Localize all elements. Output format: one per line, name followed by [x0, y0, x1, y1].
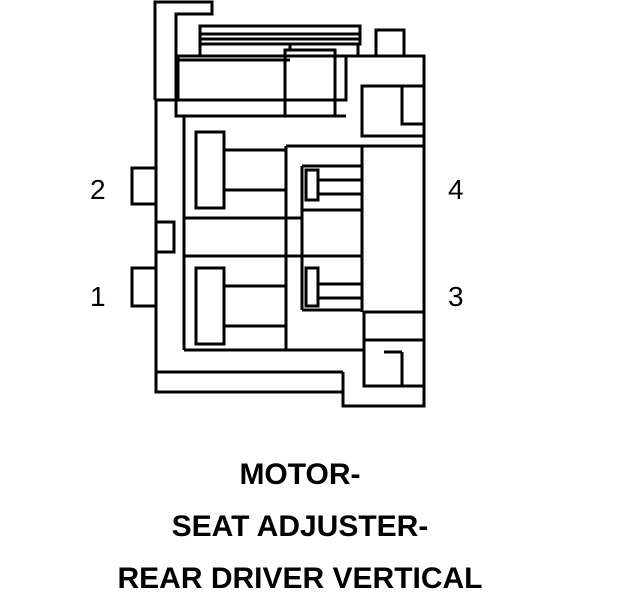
caption-line-3: REAR DRIVER VERTICAL [117, 562, 483, 595]
cavity-walls [182, 116, 424, 352]
pin-label-4: 4 [448, 174, 464, 205]
terminal-pin-2 [194, 130, 286, 210]
housing-outline [154, 54, 426, 408]
terminal-pin-3 [304, 266, 362, 308]
pin-label-2: 2 [90, 174, 106, 205]
terminal-pin-1 [194, 266, 286, 346]
caption-line-1: MOTOR- [239, 458, 361, 491]
left-side-tabs [130, 166, 176, 308]
right-latch-top [360, 84, 424, 138]
connector-face-drawing [130, 0, 426, 408]
right-latch-bottom [362, 310, 424, 388]
pin-label-3: 3 [448, 281, 464, 312]
caption-line-2: SEAT ADJUSTER- [171, 510, 429, 543]
pin-label-1: 1 [90, 281, 106, 312]
terminal-pin-4 [304, 168, 362, 202]
